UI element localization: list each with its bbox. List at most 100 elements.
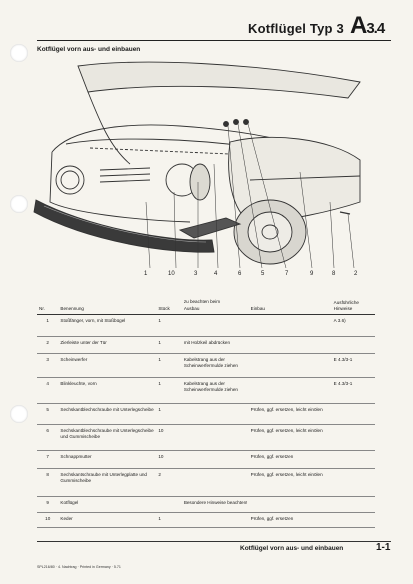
section-code-sub: 3.4: [366, 20, 385, 37]
punch-hole-lower: [10, 405, 28, 423]
cell-nr: 7: [37, 450, 59, 470]
cell-ref: A 3.6): [331, 314, 375, 338]
callout-label: 3: [194, 271, 198, 277]
callout-label: 2: [354, 271, 358, 277]
table-row: 7 Schnappmutter 10 Prüfen, ggf. ersetzen: [37, 450, 375, 470]
table-subheader-row: Ausbau Einbau: [37, 304, 375, 316]
cell-ref: [331, 468, 375, 498]
cell-qty: 1: [156, 377, 182, 405]
footer-rule: [37, 541, 391, 542]
cell-name: Kotflügel: [58, 496, 157, 514]
col-header-qty: Stück: [156, 298, 182, 316]
print-imprint: SPL216/80 · 4. Nachtrag · Printed in Ger…: [37, 565, 121, 569]
page-subtitle: Kotflügel vorn aus- und einbauen: [37, 46, 141, 53]
cell-ref: [331, 403, 375, 426]
cell-name: Blinkleuchte, vorn: [58, 377, 157, 405]
cell-install: Prüfen, ggf. ersetzen: [248, 450, 332, 470]
col-header-install: Einbau: [248, 304, 332, 316]
table-row: 1 Stoßfänger, vorn, mit Stoßbügel 1 A 3.…: [37, 314, 375, 338]
cell-remove: [181, 403, 249, 426]
cell-install: [248, 336, 332, 355]
cell-qty: 2: [156, 468, 182, 498]
callout-label: 5: [261, 271, 265, 277]
cell-nr: 5: [37, 403, 59, 426]
cell-remove: [181, 314, 249, 338]
callout-label: 4: [214, 271, 218, 277]
cell-name: Scheinwerfer: [58, 353, 157, 379]
callout-label: 8: [332, 271, 336, 277]
table-row: 9 Kotflügel Besondere Hinweise beachten!: [37, 496, 375, 514]
table-header-row: Nr. Benennung Stück zu beachten beim Aus…: [37, 298, 375, 316]
cell-remove: mit Holzkeil abdrücken: [181, 336, 249, 355]
cell-nr: 4: [37, 377, 59, 405]
cell-remove: Kabelstrang aus der Scheinwerfermulde zi…: [181, 353, 249, 379]
cell-ref: [331, 424, 375, 452]
section-code: A3.4: [350, 12, 385, 40]
table-row: 4 Blinkleuchte, vorn 1 Kabelstrang aus d…: [37, 377, 375, 405]
table-row: 2 Zierleiste unter der Tür 1 mit Holzkei…: [37, 336, 375, 355]
cell-nr: 9: [37, 496, 59, 514]
cell-qty: [156, 496, 182, 514]
cell-qty: 10: [156, 450, 182, 470]
cell-name: Keder: [58, 512, 157, 529]
table-row: 8 Sechskantschraube mit Unterlegplatte u…: [37, 468, 375, 498]
cell-nr: 3: [37, 353, 59, 379]
callout-label: 7: [285, 271, 289, 277]
col-header-name: Benennung: [58, 298, 157, 316]
cell-install: Prüfen, ggf. ersetzen, leicht einölen: [248, 424, 332, 452]
cell-name: Sechskantschraube mit Unterlegplatte und…: [58, 468, 157, 498]
cell-install: Prüfen, ggf. ersetzen, leicht einölen: [248, 468, 332, 498]
cell-remove: Kabelstrang aus der Scheinwerfermulde zi…: [181, 377, 249, 405]
table-row: 3 Scheinwerfer 1 Kabelstrang aus der Sch…: [37, 353, 375, 379]
cell-remove: [181, 424, 249, 452]
col-header-remove: Ausbau: [181, 304, 249, 316]
callout-numbers: 1 10 3 4 6 5 7 9 8 2: [130, 271, 380, 281]
cell-qty: 1: [156, 336, 182, 355]
cell-name: Sechskantblechschraube mit Unterlegschei…: [58, 403, 157, 426]
col-header-group: zu beachten beim: [183, 299, 221, 304]
cell-install: [248, 314, 332, 338]
callout-label: 9: [310, 271, 314, 277]
cell-install: [248, 353, 332, 379]
cell-special-note: Besondere Hinweise beachten!: [181, 496, 332, 514]
cell-name: Zierleiste unter der Tür: [58, 336, 157, 355]
footer-title: Kotflügel vorn aus- und einbauen: [240, 545, 344, 552]
cell-name: Sechskantblechschraube mit Unterlegschei…: [58, 424, 157, 452]
cell-ref: [331, 336, 375, 355]
cell-remove: [181, 512, 249, 529]
cell-qty: 1: [156, 403, 182, 426]
cell-ref: [331, 450, 375, 470]
parts-table: Nr. Benennung Stück zu beachten beim Aus…: [37, 298, 375, 529]
cell-ref: [331, 512, 375, 529]
section-code-main: A: [350, 12, 367, 39]
cell-qty: 1: [156, 314, 182, 338]
cell-ref: E 4.3/3-1: [331, 353, 375, 379]
header-rule: [37, 40, 391, 41]
callout-label: 6: [238, 271, 242, 277]
cell-ref: E 4.3/3-1: [331, 377, 375, 405]
cell-ref: [331, 496, 375, 514]
cell-remove: [181, 468, 249, 498]
col-header-ref: Ausführliche Hinweise: [331, 298, 375, 316]
cell-install: [248, 377, 332, 405]
callout-label: 1: [144, 271, 148, 277]
col-header-nr: Nr.: [37, 298, 59, 316]
table-row: 5 Sechskantblechschraube mit Unterlegsch…: [37, 403, 375, 426]
cell-name: Stoßfänger, vorn, mit Stoßbügel: [58, 314, 157, 338]
cell-install: Prüfen, ggf. ersetzen: [248, 512, 332, 529]
car-illustration: [33, 61, 361, 269]
punch-hole-middle: [10, 195, 28, 213]
cell-nr: 10: [37, 512, 59, 529]
cell-name: Schnappmutter: [58, 450, 157, 470]
cell-nr: 8: [37, 468, 59, 498]
page-title: Kotflügel Typ 3: [248, 21, 344, 36]
cell-qty: 10: [156, 424, 182, 452]
cell-qty: 1: [156, 353, 182, 379]
cell-nr: 6: [37, 424, 59, 452]
table-row: 6 Sechskantblechschraube mit Unterlegsch…: [37, 424, 375, 452]
table-row: 10 Keder 1 Prüfen, ggf. ersetzen: [37, 512, 375, 529]
cell-nr: 1: [37, 314, 59, 338]
punch-hole-top: [10, 44, 28, 62]
cell-nr: 2: [37, 336, 59, 355]
cell-remove: [181, 450, 249, 470]
